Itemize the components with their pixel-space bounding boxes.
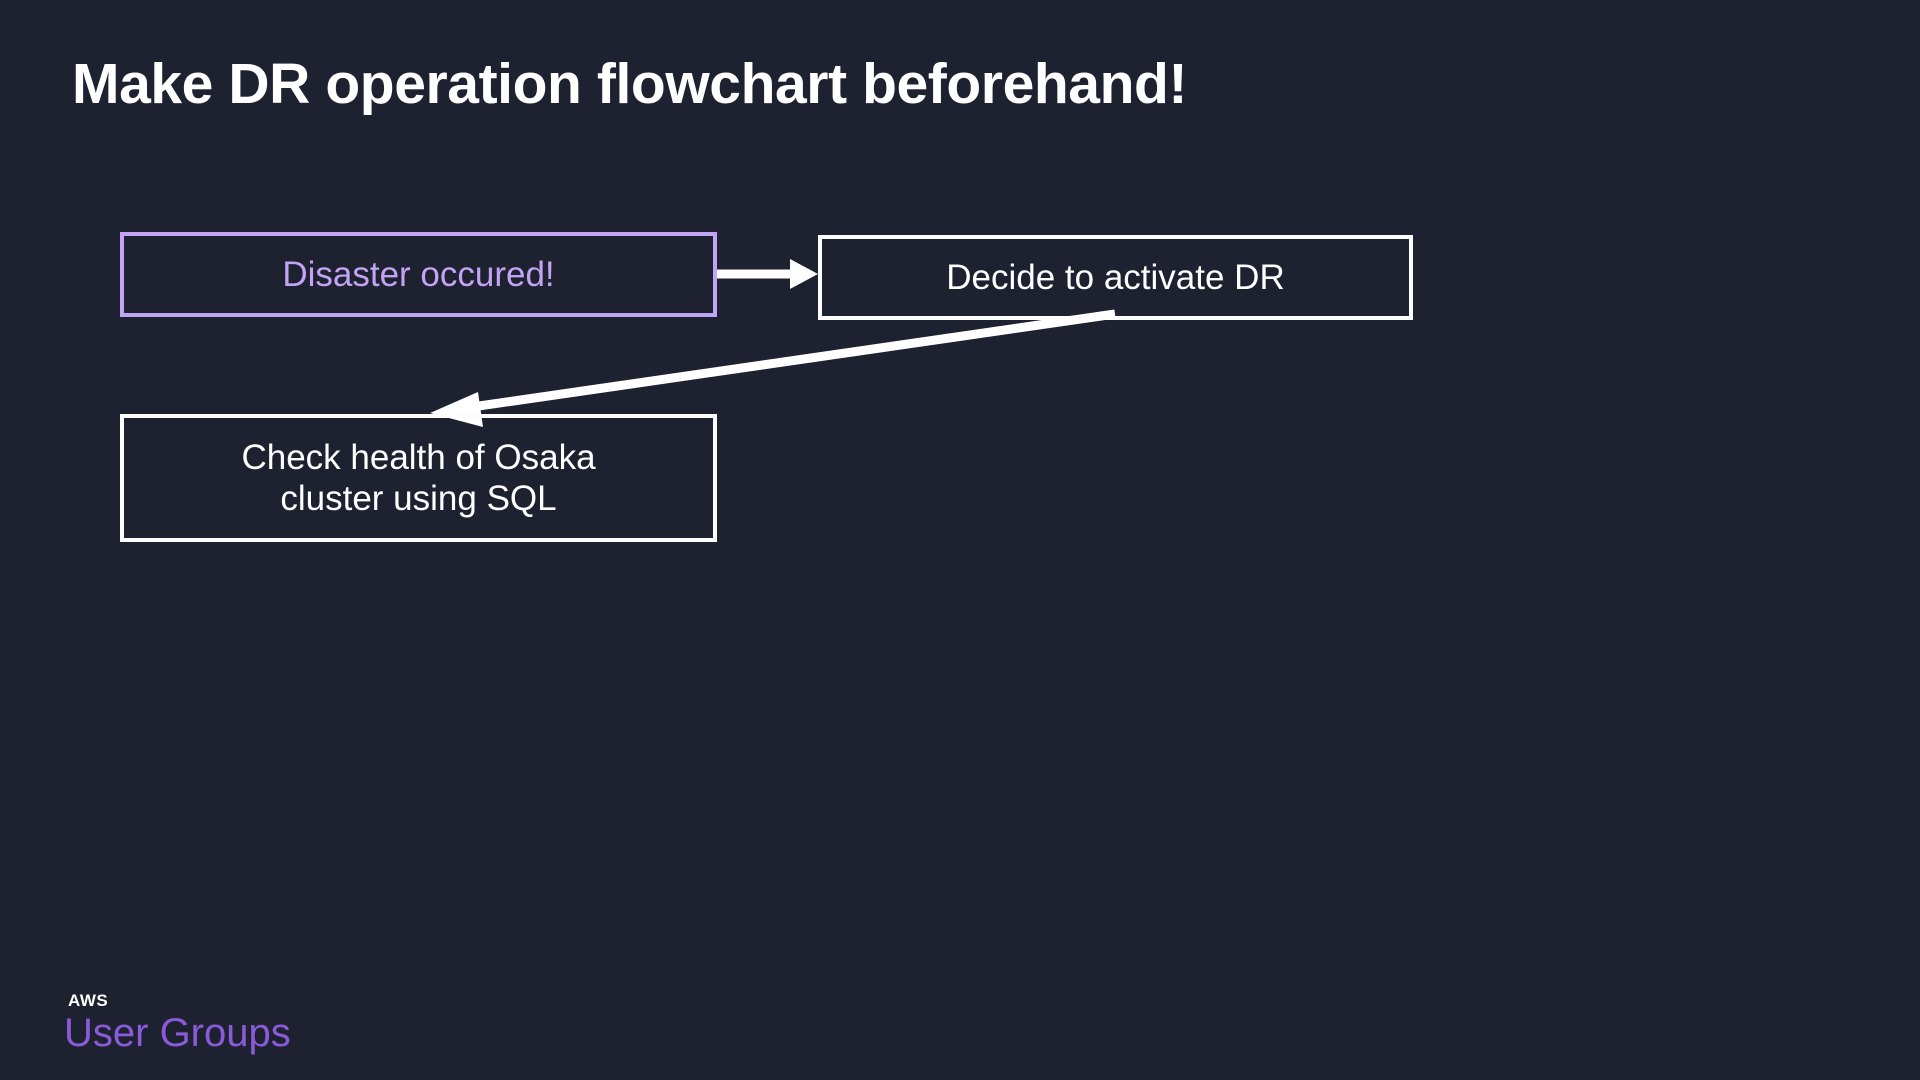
flow-node-check-health-label: Check health of Osaka cluster using SQL	[241, 437, 596, 518]
aws-wordmark: AWS	[68, 991, 109, 1010]
flow-node-disaster[interactable]: Disaster occured!	[120, 232, 717, 317]
page-title: Make DR operation flowchart beforehand!	[72, 52, 1188, 116]
flow-node-check-health[interactable]: Check health of Osaka cluster using SQL	[120, 414, 717, 542]
flow-node-disaster-label: Disaster occured!	[282, 254, 555, 294]
arrow-disaster-to-decide	[717, 259, 818, 289]
arrow-decide-to-check	[430, 309, 1116, 427]
flow-node-decide-label: Decide to activate DR	[946, 257, 1285, 297]
aws-user-groups-logo: AWS User Groups	[64, 992, 384, 1054]
user-groups-wordmark: User Groups	[64, 1011, 291, 1055]
flow-node-decide[interactable]: Decide to activate DR	[818, 235, 1413, 320]
